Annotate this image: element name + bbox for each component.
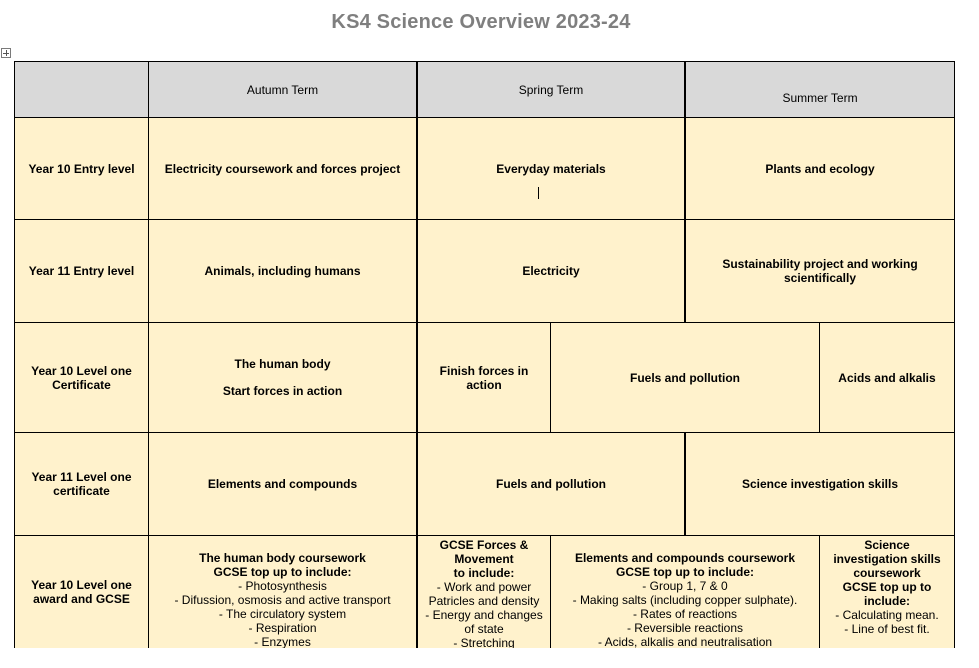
autumn-item: - Enzymes <box>254 635 311 648</box>
spring-b-item: - Making salts (including copper sulphat… <box>572 593 798 607</box>
autumn-head-2: GCSE top up to include: <box>213 565 352 579</box>
row-year10-award-gcse-summer: Science investigation skills coursework … <box>820 536 954 648</box>
spring-b-item: - Group 1, 7 & 0 <box>642 579 728 593</box>
spring-b-head-1: Elements and compounds coursework <box>574 551 796 565</box>
row-year10-award-gcse-label: Year 10 Level one award and GCSE <box>15 536 148 648</box>
row-year11-level1-cert-spring: Fuels and pollution <box>418 433 684 535</box>
label-line-1: Year 10 Level one <box>31 578 132 592</box>
row-year10-level1-cert-label: Year 10 Level one Certificate <box>15 323 148 432</box>
row-year10-entry-spring: Everyday materials <box>418 118 684 219</box>
row-year11-entry-summer: Sustainability project and working scien… <box>686 220 954 322</box>
row-year10-entry-label: Year 10 Entry level <box>15 118 148 219</box>
label-line-2: Certificate <box>52 377 111 392</box>
autumn-line-1: The human body <box>234 357 331 371</box>
row-year10-award-gcse-autumn: The human body coursework GCSE top up to… <box>149 536 416 648</box>
summer-head-2: investigation skills <box>833 552 941 566</box>
summer-head-3: coursework <box>853 566 921 580</box>
header-spring-term: Spring Term <box>418 62 684 117</box>
spring-b-item: - Reversible reactions <box>626 621 744 635</box>
autumn-head-1: The human body coursework <box>199 551 366 565</box>
row-year10-level1-cert-spring-a: Finish forces in action <box>418 323 550 432</box>
label-line-1: Year 10 Level one <box>31 363 132 378</box>
label-line-2: award and GCSE <box>33 592 130 606</box>
row-year10-level1-cert-spring-b: Fuels and pollution <box>551 323 819 432</box>
spring-a-line-1: Finish forces in <box>439 363 529 378</box>
spring-a-item: of state <box>464 622 504 636</box>
header-summer-term: Summer Term <box>686 62 954 117</box>
row-year10-entry-summer: Plants and ecology <box>686 118 954 219</box>
document-title: KS4 Science Overview 2023-24 <box>331 11 631 33</box>
spring-b-item: - Rates of reactions <box>632 607 738 621</box>
header-corner-cell <box>15 62 148 117</box>
spring-a-line-2: action <box>466 377 502 392</box>
summer-item: - Line of best fit. <box>844 622 930 636</box>
autumn-item: - Difussion, osmosis and active transpor… <box>174 593 391 607</box>
header-autumn-term: Autumn Term <box>149 62 416 117</box>
spring-a-item: Patricles and density <box>428 594 540 608</box>
summer-head-5: include: <box>863 594 910 608</box>
row-year11-level1-cert-autumn: Elements and compounds <box>149 433 416 535</box>
text-cursor <box>538 187 539 199</box>
overview-table: Autumn Term Spring Term Summer Term Year… <box>14 61 955 648</box>
row-year10-level1-cert-autumn: The human body Start forces in action <box>149 323 416 432</box>
autumn-line-2: Start forces in action <box>222 384 343 398</box>
summer-item: - Calculating mean. <box>835 608 939 622</box>
spring-b-head-2: GCSE top up to include: <box>616 565 754 579</box>
row-year11-level1-cert-summer: Science investigation skills <box>686 433 954 535</box>
label-line-1: Year 11 Level one <box>31 470 132 484</box>
row-year10-entry-autumn: Electricity coursework and forces projec… <box>149 118 416 219</box>
table-move-handle-icon[interactable] <box>1 48 11 58</box>
autumn-item: - Photosynthesis <box>238 579 327 593</box>
summer-line-2: scientifically <box>783 271 857 285</box>
row-year10-award-gcse-spring-b: Elements and compounds coursework GCSE t… <box>551 536 819 648</box>
spring-a-item: - Stretching <box>453 636 515 648</box>
row-year11-entry-spring: Electricity <box>418 220 684 322</box>
row-year11-entry-autumn: Animals, including humans <box>149 220 416 322</box>
spring-a-head-1: GCSE Forces & <box>439 538 529 552</box>
spring-a-item: - Work and power <box>436 580 532 594</box>
row-year10-award-gcse-spring-a: GCSE Forces & Movement to include: - Wor… <box>418 536 550 648</box>
label-line-2: certificate <box>53 484 110 498</box>
row-year11-entry-label: Year 11 Entry level <box>15 220 148 322</box>
summer-head-4: GCSE top up to <box>842 580 932 594</box>
summer-head-1: Science <box>864 538 910 552</box>
spring-a-head-3: to include: <box>453 566 515 580</box>
row-year10-level1-cert-summer: Acids and alkalis <box>820 323 954 432</box>
autumn-item: - The circulatory system <box>218 607 347 621</box>
autumn-item: - Respiration <box>248 621 317 635</box>
spring-b-item: - Acids, alkalis and neutralisation <box>597 635 773 648</box>
row-year11-level1-cert-label: Year 11 Level one certificate <box>15 433 148 535</box>
spring-a-head-2: Movement <box>454 552 514 566</box>
spring-a-item: - Energy and changes <box>425 608 543 622</box>
summer-line-1: Sustainability project and working <box>722 257 918 271</box>
